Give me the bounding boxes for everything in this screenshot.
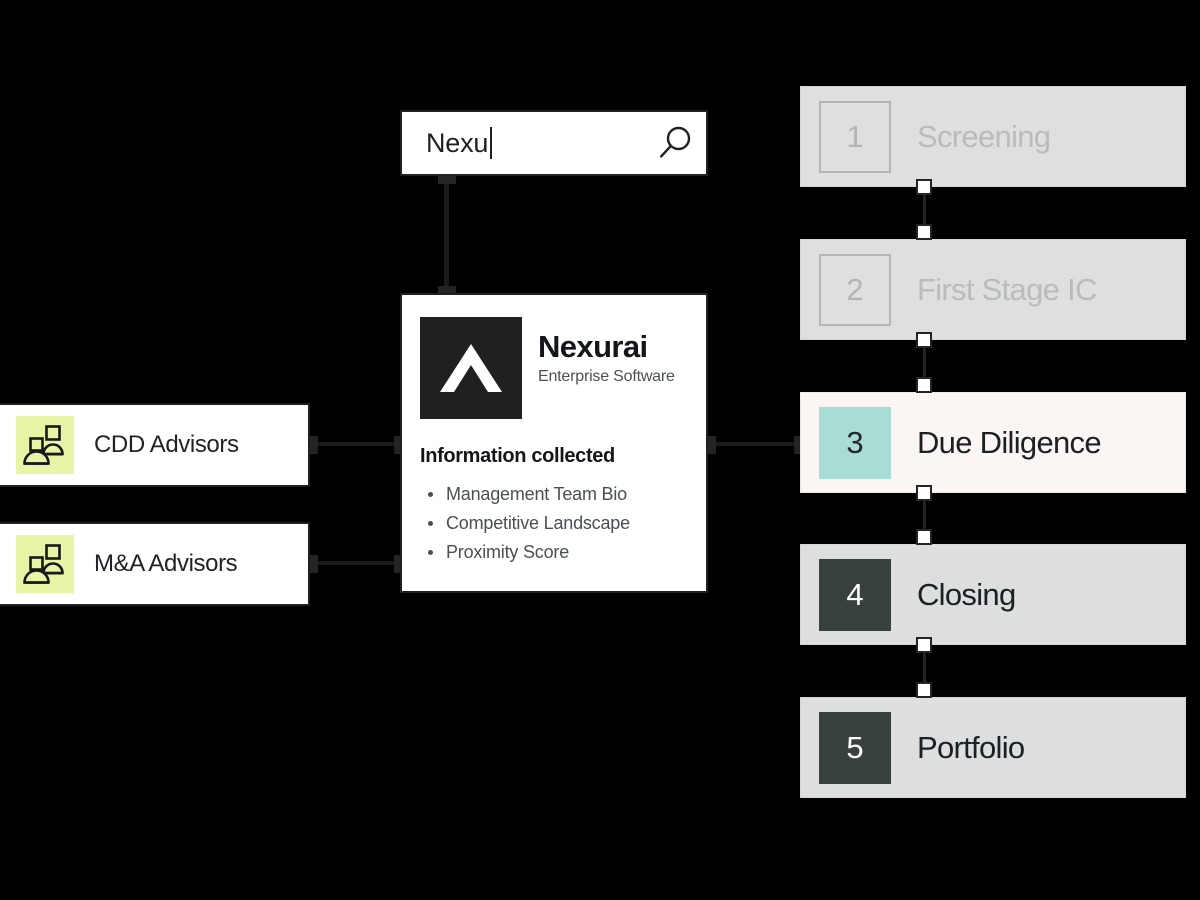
company-card[interactable]: Nexurai Enterprise Software Information … [400, 293, 708, 593]
connector-node[interactable] [916, 179, 932, 195]
step-number-tile: 3 [819, 406, 891, 479]
pipeline-step-closing[interactable]: 4 Closing [800, 544, 1186, 645]
connector-ma-to-company [314, 561, 402, 565]
step-label: First Stage IC [917, 271, 1097, 307]
information-collected-heading: Information collected [420, 445, 615, 467]
connector-node[interactable] [916, 332, 932, 348]
step-label: Due Diligence [917, 424, 1102, 460]
step-label: Portfolio [917, 729, 1025, 765]
connector-cap-ma-right [310, 555, 318, 573]
search-icon[interactable] [644, 124, 706, 162]
pipeline-step-portfolio[interactable]: 5 Portfolio [800, 697, 1186, 798]
advisor-card-ma[interactable]: M&A Advisors [0, 522, 310, 606]
step-number-tile: 1 [819, 100, 891, 173]
connector-node[interactable] [916, 224, 932, 240]
list-item: Management Team Bio [420, 480, 688, 509]
connector-search-to-company [444, 180, 449, 290]
company-header: Nexurai Enterprise Software [420, 317, 688, 419]
connector-cap-company-left-upper [394, 436, 402, 454]
connector-cdd-to-company [314, 442, 402, 446]
text-caret [490, 127, 493, 159]
search-text-wrapper[interactable]: Nexu [402, 127, 644, 159]
advisor-card-cdd[interactable]: CDD Advisors [0, 403, 310, 487]
connector-cap-company-left-lower [394, 555, 402, 573]
advisor-label: M&A Advisors [94, 550, 238, 577]
advisor-label: CDD Advisors [94, 431, 239, 458]
connector-cap-pipeline-left [794, 436, 802, 454]
connector-cap-company-top [438, 286, 456, 294]
company-name: Nexurai [538, 329, 648, 364]
step-number-tile: 4 [819, 558, 891, 631]
step-label: Closing [917, 576, 1016, 612]
step-number-tile: 5 [819, 711, 891, 784]
list-item: Competitive Landscape [420, 509, 688, 538]
connector-company-to-pipeline [712, 442, 802, 446]
step-link-1-2 [923, 187, 926, 239]
connector-cap-company-right [708, 436, 716, 454]
step-link-2-3 [923, 340, 926, 392]
people-group-icon [16, 535, 74, 593]
step-label: Screening [917, 118, 1051, 154]
step-number-tile: 2 [819, 253, 891, 326]
step-link-4-5 [923, 645, 926, 697]
connector-node[interactable] [916, 529, 932, 545]
list-item: Proximity Score [420, 538, 688, 567]
people-group-icon [16, 416, 74, 474]
company-meta: Nexurai Enterprise Software [538, 317, 675, 386]
information-collected-list: Management Team Bio Competitive Landscap… [420, 480, 688, 567]
chevron-up-logo-icon [420, 317, 522, 419]
connector-node[interactable] [916, 377, 932, 393]
pipeline-step-screening[interactable]: 1 Screening [800, 86, 1186, 187]
connector-node[interactable] [916, 485, 932, 501]
connector-cap-search-bottom [438, 176, 456, 184]
connector-cap-cdd-right [310, 436, 318, 454]
company-subtitle: Enterprise Software [538, 367, 675, 385]
search-value: Nexu [426, 127, 489, 158]
search-input[interactable]: Nexu [400, 110, 708, 176]
connector-node[interactable] [916, 637, 932, 653]
step-link-3-4 [923, 493, 926, 544]
pipeline-step-due-diligence[interactable]: 3 Due Diligence [800, 392, 1186, 493]
connector-node[interactable] [916, 682, 932, 698]
pipeline-step-first-stage-ic[interactable]: 2 First Stage IC [800, 239, 1186, 340]
